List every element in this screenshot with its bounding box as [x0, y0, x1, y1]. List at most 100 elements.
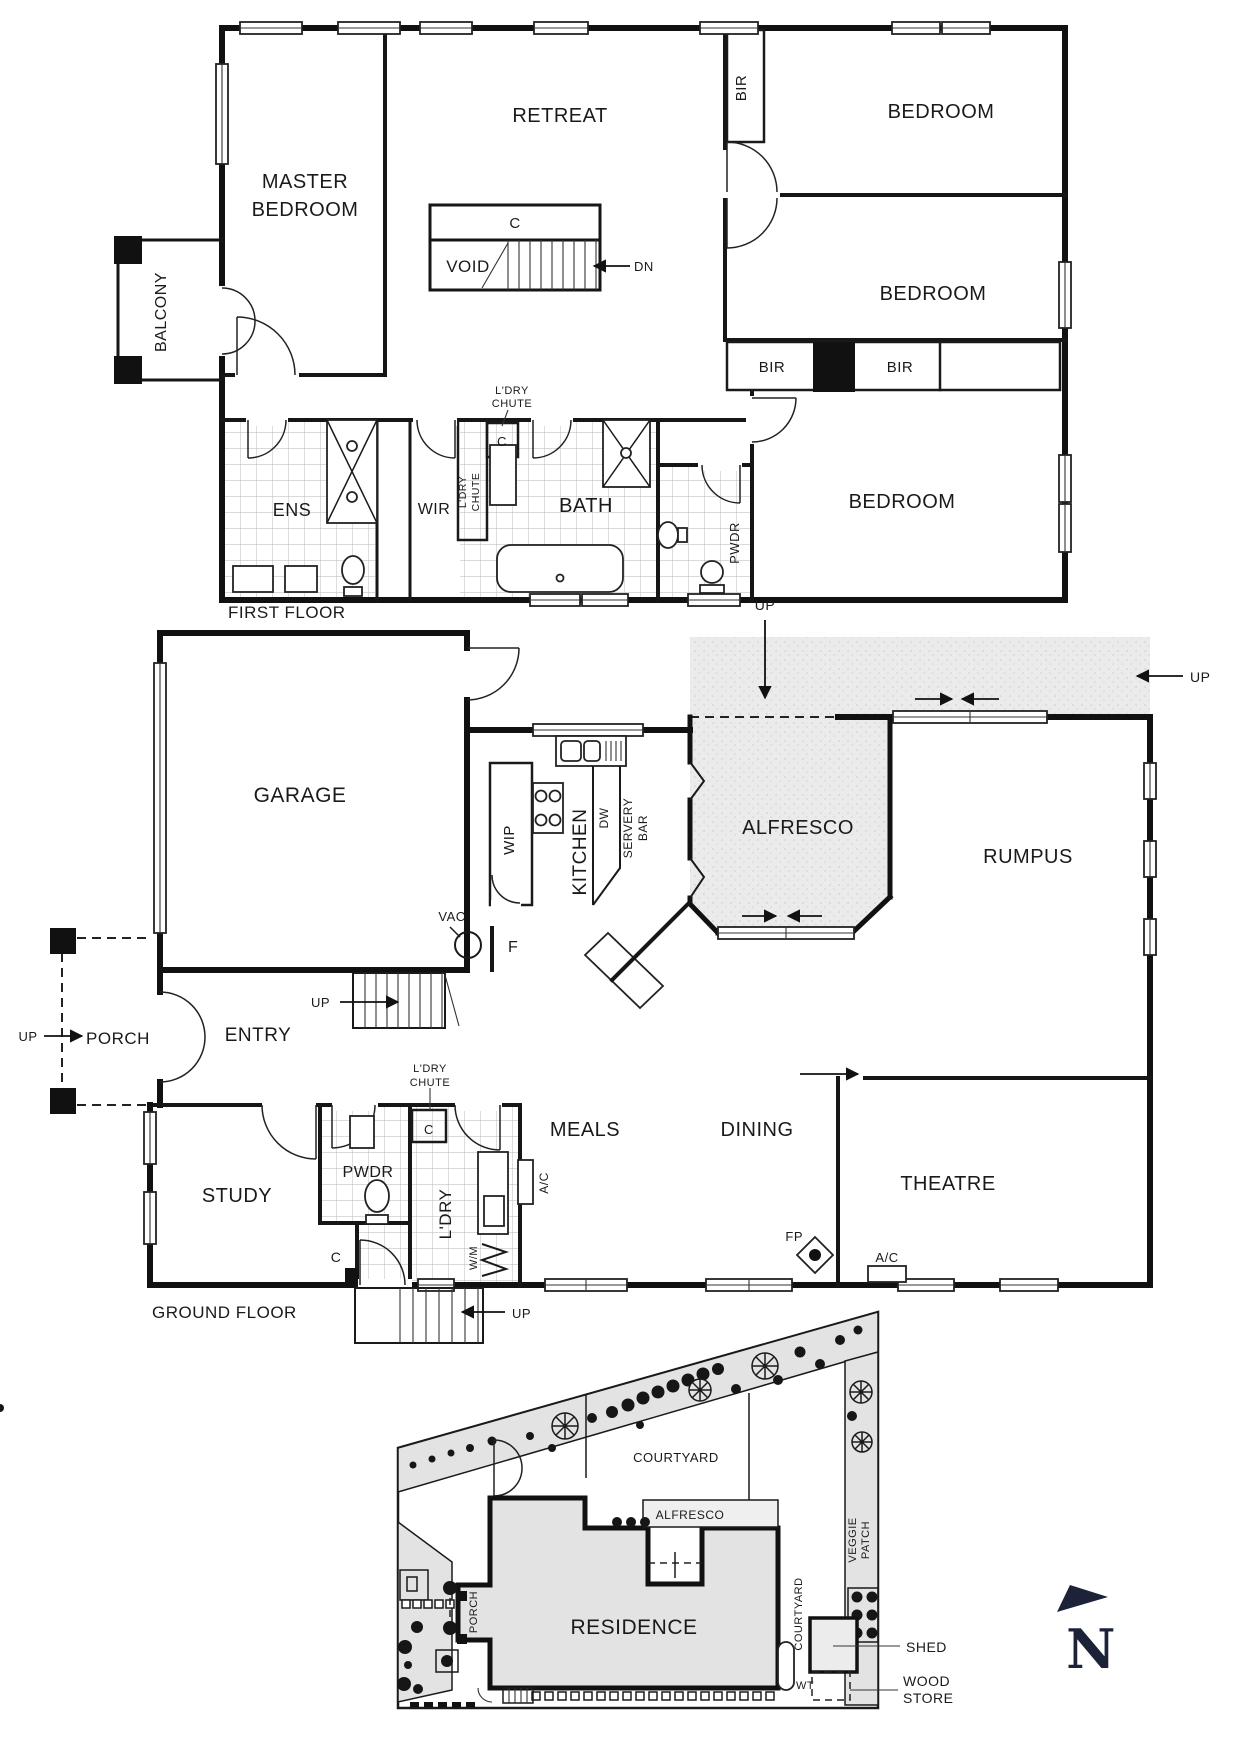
ground-floor-plan: GARAGE WIP KITCHEN DW SERVERY BAR ALFRES…	[18, 597, 1210, 1344]
label-study: STUDY	[202, 1185, 272, 1207]
label-fp: FP	[785, 1229, 803, 1244]
label-veggie-2: PATCH	[860, 1521, 872, 1559]
site-alfresco-box	[642, 1499, 779, 1528]
label-ff-chute-1: L'DRY	[495, 385, 529, 397]
label-up-rear: UP	[512, 1306, 531, 1321]
label-up-right: UP	[1190, 669, 1210, 685]
label-bedroom-1: BEDROOM	[888, 101, 995, 123]
label-north: N	[1066, 1617, 1116, 1681]
theatre-walls	[836, 1076, 1152, 1287]
label-bir-left: BIR	[759, 359, 786, 376]
label-bath: BATH	[559, 495, 613, 517]
label-gf-chute-c: C	[424, 1122, 434, 1137]
gf-pwdr-fixtures	[349, 1115, 390, 1225]
porch-outline	[44, 928, 152, 1114]
study-windows	[143, 1111, 157, 1245]
first-floor-plan: MASTER BEDROOM RETREAT BEDROOM BEDROOM B…	[114, 21, 1072, 622]
theatre-ac-unit	[867, 1265, 907, 1283]
label-bir-right: BIR	[887, 359, 914, 376]
label-fridge: F	[508, 939, 518, 956]
label-garage: GARAGE	[254, 784, 347, 807]
label-shed: SHED	[906, 1639, 947, 1655]
label-bedroom-2: BEDROOM	[880, 283, 987, 305]
section-label-ground-floor: GROUND FLOOR	[152, 1303, 297, 1322]
label-ff-chute-c: C	[497, 434, 507, 449]
label-stair-cupboard: C	[509, 215, 520, 232]
label-gf-pwdr: PWDR	[343, 1164, 394, 1181]
side-gate-hatch	[502, 1687, 534, 1704]
alfresco-shaded-area	[690, 637, 1150, 933]
label-kitchen: KITCHEN	[570, 809, 591, 896]
label-wir: WIR	[418, 501, 451, 518]
label-gf-chute-1: L'DRY	[413, 1063, 447, 1075]
label-site-porch: PORCH	[468, 1591, 480, 1633]
label-alfresco: ALFRESCO	[742, 817, 854, 839]
label-wt: WT	[796, 1680, 814, 1692]
label-retreat: RETREAT	[512, 105, 607, 127]
label-void: VOID	[446, 257, 490, 276]
label-master-bedroom-1: MASTER	[262, 171, 348, 193]
label-laundry: L'DRY	[436, 1189, 455, 1240]
north-arrow-icon: N	[1057, 1585, 1116, 1681]
rumpus-sliding-door	[892, 692, 1048, 724]
label-site-alfresco: ALFRESCO	[656, 1508, 725, 1522]
laundry-fixtures	[410, 1088, 534, 1277]
pwdr-laundry-walls	[318, 1103, 522, 1287]
left-yard	[397, 1520, 493, 1707]
ff-powder-fixtures	[657, 521, 725, 594]
label-gf-c2: C	[331, 1249, 342, 1265]
label-theatre: THEATRE	[900, 1173, 995, 1195]
ff-doors	[235, 141, 797, 504]
label-chute-shaft-2: CHUTE	[470, 473, 482, 512]
ff-windows	[215, 21, 1072, 607]
rumpus-windows	[1143, 762, 1157, 956]
kitchen-fixtures	[488, 735, 691, 1010]
gf-stairs	[340, 972, 460, 1029]
gf-south-windows	[417, 1278, 1059, 1292]
residence-outline	[455, 1495, 781, 1691]
label-servery-1: SERVERY	[621, 798, 635, 858]
label-ac-theatre: A/C	[875, 1250, 898, 1265]
label-residence: RESIDENCE	[570, 1616, 697, 1639]
garden-plants	[0, 1325, 863, 1469]
vestibule-tiles	[357, 1223, 410, 1283]
bir-robes	[725, 340, 1062, 392]
paver-row	[531, 1691, 775, 1701]
label-dw: DW	[597, 807, 611, 828]
ff-stairs-void	[428, 203, 630, 292]
site-plan: COURTYARD ALFRESCO RESIDENCE PORCH VEGGI…	[0, 1310, 953, 1710]
garage-door	[466, 647, 520, 701]
label-courtyard-side: COURTYARD	[793, 1577, 805, 1650]
fireplace	[795, 1235, 835, 1275]
ff-exterior-walls	[219, 25, 1068, 603]
ensuite-fixtures	[232, 419, 378, 597]
label-ac-laundry: A/C	[537, 1172, 551, 1194]
label-ff-pwdr: PWDR	[727, 522, 742, 564]
bath-fixtures	[489, 419, 651, 593]
label-courtyard: COURTYARD	[633, 1450, 719, 1465]
shed	[808, 1616, 900, 1674]
wood-store	[811, 1671, 898, 1701]
label-up-stairs: UP	[311, 995, 330, 1010]
section-label-first-floor: FIRST FLOOR	[228, 603, 346, 622]
kitchen-window	[532, 723, 644, 737]
label-meals: MEALS	[550, 1119, 620, 1141]
label-up-porch: UP	[18, 1029, 37, 1044]
label-ens: ENS	[273, 500, 312, 520]
label-master-bedroom-2: BEDROOM	[252, 199, 359, 221]
rear-stairs	[354, 1287, 505, 1344]
garage-window	[153, 662, 167, 934]
label-porch: PORCH	[86, 1029, 150, 1048]
label-wood-2: STORE	[903, 1690, 953, 1706]
label-dining: DINING	[721, 1119, 794, 1141]
label-wip: WIP	[501, 825, 518, 855]
label-chute-shaft-1: L'DRY	[457, 476, 469, 508]
label-dn: DN	[634, 259, 654, 274]
label-servery-2: BAR	[636, 815, 650, 841]
vacuum-point	[449, 926, 482, 959]
label-balcony: BALCONY	[153, 272, 170, 352]
label-vac: VAC	[438, 909, 465, 924]
label-ff-chute-2: CHUTE	[492, 398, 532, 410]
